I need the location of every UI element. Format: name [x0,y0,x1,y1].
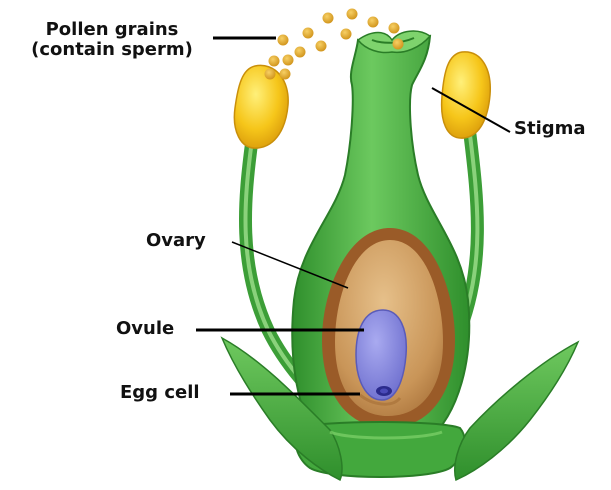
stigma-label: Stigma [514,119,586,139]
right-anther [442,52,491,138]
ovule-label: Ovule [116,319,174,339]
pollen-grains-label: Pollen grains (contain sperm) [14,20,210,60]
ovary-label: Ovary [146,231,206,251]
egg-cell-label: Egg cell [120,383,200,403]
left-anther [234,65,288,148]
pollen-label-line1: Pollen grains [14,20,210,40]
right-sepal [455,342,578,480]
pollen-label-line2: (contain sperm) [14,40,210,60]
